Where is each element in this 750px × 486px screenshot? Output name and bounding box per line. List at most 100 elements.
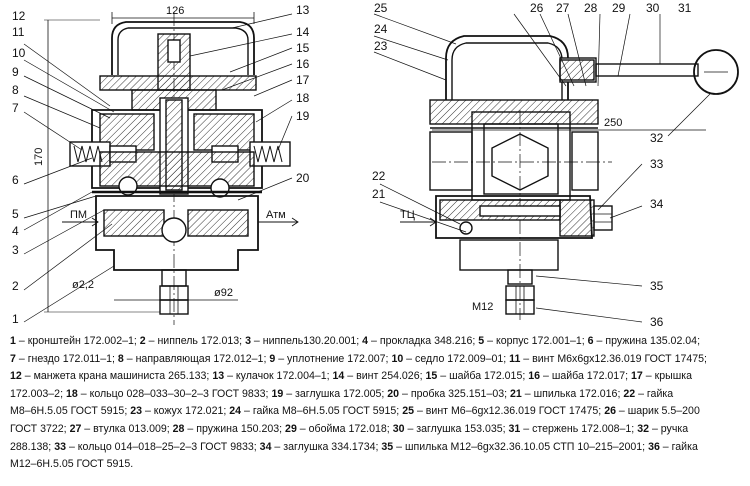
- legend-part-number: 22: [623, 387, 636, 400]
- legend-line: 172.003–2; 18 – кольцо 028–033–30–2–3 ГО…: [10, 387, 674, 400]
- callout-label: 28: [584, 1, 598, 15]
- port-atm-label: Атм: [266, 209, 286, 221]
- legend-part-number: 36: [648, 440, 660, 453]
- legend-part-description: винт 254.026;: [356, 370, 423, 383]
- legend-part-number: 29: [285, 422, 297, 435]
- callout-label: 34: [650, 197, 664, 211]
- legend-part-description: заглушка 334.1734;: [283, 440, 379, 453]
- left-callouts: 11 10 9 8 7 6 5 4 3 2 1 13 14 15 16 17 1…: [12, 3, 310, 326]
- callout-label: 15: [296, 41, 310, 55]
- callout-label: 26: [530, 1, 544, 15]
- legend-part-number: 34: [259, 440, 272, 453]
- legend-part-number: 20: [387, 387, 400, 400]
- legend-part-description: ниппель130.20.001;: [262, 335, 360, 347]
- legend-part-description: гайка М8–6Н.5.05 ГОСТ 5915;: [252, 405, 400, 418]
- legend-part-number: 13: [212, 370, 225, 383]
- legend-part-description: кулачок 172.004–1;: [235, 370, 330, 383]
- callout-label: 14: [296, 25, 310, 39]
- callout-label: 33: [650, 157, 664, 171]
- legend-part-description: М8–6Н.5.05 ГОСТ 5915;: [10, 405, 128, 418]
- legend-part-description: М12–6Н.5.05 ГОСТ 5915.: [10, 458, 134, 471]
- legend-part-description: шайба 172.017;: [551, 370, 629, 383]
- callout-label: 13: [296, 3, 310, 17]
- callout-label: 19: [296, 109, 310, 123]
- legend-part-description: шпилька М12–6gx32.36.10.05 СТП 10–215–20…: [404, 440, 646, 453]
- legend-part-description: шпилька 172.016;: [533, 387, 621, 400]
- legend-part-number: 7: [10, 352, 16, 365]
- legend-part-description: пружина 135.02.04;: [605, 335, 701, 347]
- callout-label: 25: [374, 1, 388, 15]
- legend-part-description: кронштейн 172.002–1;: [27, 335, 137, 347]
- legend-part-number: 35: [381, 440, 394, 453]
- legend-part-description: корпус 172.001–1;: [495, 335, 585, 347]
- callout-label: 5: [12, 207, 19, 221]
- legend-part-description: 172.003–2;: [10, 387, 64, 400]
- legend-part-number: 8: [117, 352, 124, 365]
- callout-label: 36: [650, 315, 664, 329]
- callout-label: 35: [650, 279, 664, 293]
- legend-part-number: 30: [392, 422, 405, 435]
- callout-label: 27: [556, 1, 570, 15]
- legend-line: М12–6Н.5.05 ГОСТ 5915.: [10, 456, 740, 474]
- legend-part-number: 31: [508, 422, 521, 435]
- legend-part-number: 12: [10, 370, 22, 383]
- callout-label: 12: [12, 9, 26, 23]
- dim-length-label: 250: [604, 117, 622, 129]
- dim-hole-label: ø2,2: [72, 279, 94, 291]
- legend-part-number: 15: [425, 370, 438, 383]
- legend-part-description: ГОСТ 3722;: [10, 422, 67, 435]
- legend-part-number: 21: [510, 387, 522, 400]
- parts-legend: 1 – кронштейн 172.002–1; 2 – ниппель 172…: [10, 333, 740, 474]
- callout-label: 3: [12, 243, 19, 257]
- legend-line: 288.138; 33 – кольцо 014–018–25–2–3 ГОСТ…: [10, 440, 698, 453]
- dim-base-label: ø92: [214, 287, 233, 299]
- callout-label: 22: [372, 169, 386, 183]
- legend-part-description: заглушка 172.005;: [295, 387, 385, 400]
- legend-part-number: 9: [269, 352, 276, 365]
- legend-line: 7 – гнездо 172.011–1; 8 – направляющая 1…: [10, 352, 707, 365]
- legend-part-description: гайка: [646, 387, 674, 400]
- callout-label: 6: [12, 173, 19, 187]
- right-side-view: [373, 13, 739, 323]
- legend-line: 1 – кронштейн 172.002–1; 2 – ниппель 172…: [10, 335, 701, 347]
- legend-part-number: 14: [332, 370, 345, 383]
- callout-label: 9: [12, 65, 19, 79]
- callout-label: 21: [372, 187, 386, 201]
- right-callouts: 25 24 23 26 27 28 29 30 31 32 33 34 35 3…: [372, 1, 692, 329]
- callout-label: 29: [612, 1, 626, 15]
- legend-part-description: кольцо 028–033–30–2–3 ГОСТ 9833;: [89, 387, 269, 400]
- legend-part-description: шайба 172.015;: [449, 370, 526, 383]
- callout-label: 24: [374, 22, 388, 36]
- dim-height-label: 170: [33, 148, 45, 166]
- legend-part-description: прокладка 348.216;: [379, 335, 476, 347]
- port-tc-label: ТЦ: [400, 209, 415, 221]
- legend-part-number: 24: [229, 405, 242, 418]
- legend-part-number: 11: [509, 352, 521, 365]
- legend-line: М8–6Н.5.05 ГОСТ 5915; 23 – кожух 172.021…: [10, 405, 700, 418]
- legend-part-description: винт М6x6gx12.36.019 ГОСТ 17475;: [532, 352, 707, 365]
- legend-part-number: 32: [637, 422, 649, 435]
- legend-part-number: 4: [362, 335, 369, 347]
- callout-label: 17: [296, 73, 310, 87]
- technical-drawing: 11 10 9 8 7 6 5 4 3 2 1 13 14 15 16 17 1…: [12, 1, 739, 329]
- legend-part-number: 6: [587, 335, 594, 347]
- legend-part-number: 19: [271, 387, 284, 400]
- legend-line: ГОСТ 3722; 27 – втулка 013.009; 28 – пру…: [10, 422, 689, 435]
- legend-part-description: гнездо 172.011–1;: [27, 352, 115, 365]
- legend-part-description: гайка: [671, 440, 698, 453]
- legend-part-number: 28: [172, 422, 185, 435]
- legend-part-description: кольцо 014–018–25–2–3 ГОСТ 9833;: [77, 440, 257, 453]
- legend-part-number: 25: [402, 405, 414, 418]
- legend-part-number: 16: [528, 370, 541, 383]
- left-section-view: [23, 12, 299, 325]
- legend-part-description: крышка: [654, 370, 692, 383]
- callout-label: 32: [650, 131, 664, 145]
- legend-part-description: кожух 172.021;: [153, 405, 227, 418]
- legend-part-number: 17: [631, 370, 643, 383]
- legend-part-description: манжета крана машиниста 265.133;: [33, 370, 210, 383]
- legend-part-description: ручка: [660, 422, 689, 435]
- legend-part-number: 27: [69, 422, 82, 435]
- callout-label: 2: [12, 279, 19, 293]
- callout-label: 1: [12, 312, 19, 326]
- legend-part-description: стержень 172.008–1;: [532, 422, 635, 435]
